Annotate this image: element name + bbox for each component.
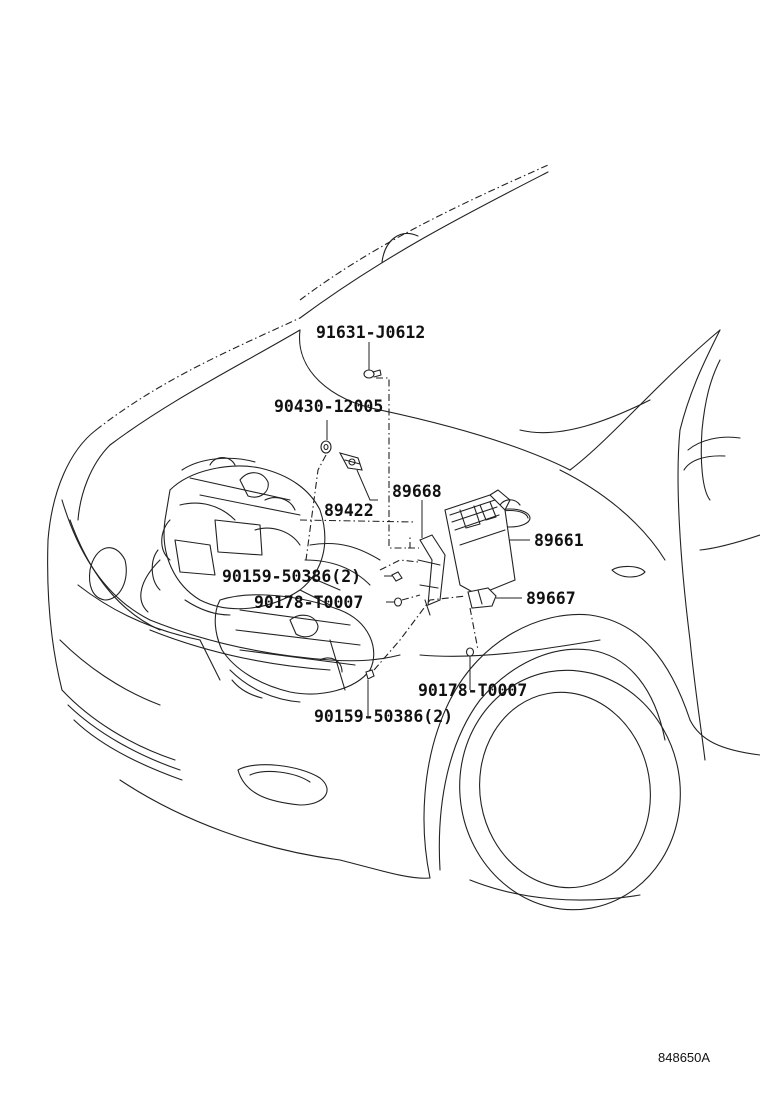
fastener-90178-lower [465, 647, 475, 657]
label-90178-T0007-lower: 90178-T0007 [418, 681, 527, 700]
label-89661: 89661 [534, 531, 584, 550]
leader-lines [326, 342, 530, 716]
label-89667: 89667 [526, 589, 576, 608]
label-90159-50386-lower: 90159-50386(2) [314, 707, 453, 726]
label-89422: 89422 [324, 501, 374, 520]
engine-assembly [140, 456, 401, 703]
fastener-90159-lower [365, 669, 375, 680]
figure-code: 848650A [658, 1050, 710, 1065]
bolt-91631 [363, 369, 382, 379]
label-90159-50386-upper: 90159-50386(2) [222, 567, 361, 586]
washer-90430 [320, 440, 332, 454]
bracket-89667 [467, 587, 497, 609]
label-90430-12005: 90430-12005 [274, 397, 383, 416]
label-91631-J0612: 91631-J0612 [316, 323, 425, 342]
installation-lines [299, 377, 479, 671]
label-89668: 89668 [392, 482, 442, 501]
ecu-89661 [444, 489, 516, 596]
sensor-89422 [338, 452, 363, 471]
label-90178-T0007-upper: 90178-T0007 [254, 593, 363, 612]
part-labels: 91631-J0612 90430-12005 89422 89668 8966… [222, 323, 584, 726]
fastener-90178-upper [393, 597, 403, 607]
vehicle-outline [47, 164, 760, 911]
fastener-90159-upper [391, 571, 403, 582]
bracket-89668 [417, 534, 446, 616]
